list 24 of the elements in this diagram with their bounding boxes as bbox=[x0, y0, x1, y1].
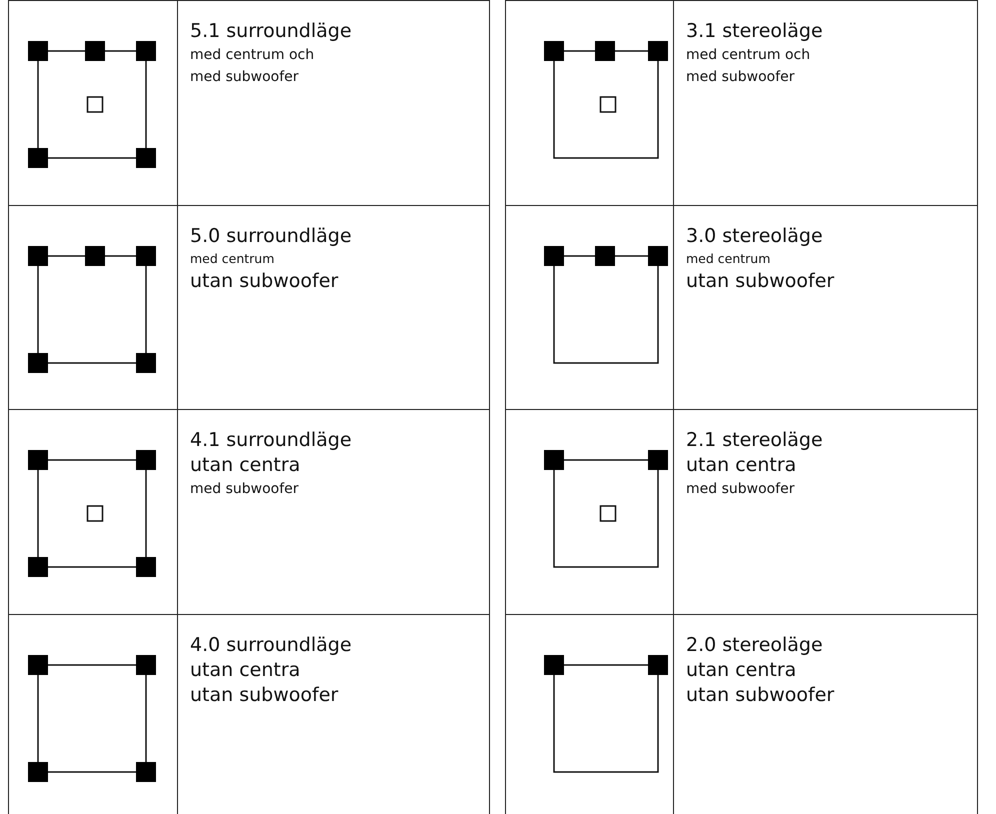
mode-detail: med subwoofer bbox=[190, 480, 299, 499]
mode-detail: utan centra bbox=[686, 453, 796, 478]
mode-detail: utan centra bbox=[190, 453, 300, 478]
mode-detail: med subwoofer bbox=[686, 480, 795, 499]
mode-detail: med centrum och bbox=[686, 46, 810, 65]
mode-detail: utan subwoofer bbox=[190, 269, 338, 294]
mode-title: 3.0 stereoläge bbox=[686, 224, 823, 249]
mode-detail: med centrum bbox=[190, 250, 274, 268]
mode-title: 5.1 surroundläge bbox=[190, 19, 352, 44]
mode-detail: med subwoofer bbox=[686, 68, 795, 87]
mode-detail: med centrum och bbox=[190, 46, 314, 65]
mode-detail: utan centra bbox=[686, 658, 796, 683]
mode-title: 2.1 stereoläge bbox=[686, 428, 823, 453]
mode-detail: utan subwoofer bbox=[686, 269, 834, 294]
mode-detail: utan subwoofer bbox=[686, 683, 834, 708]
mode-title: 4.1 surroundläge bbox=[190, 428, 352, 453]
mode-title: 4.0 surroundläge bbox=[190, 633, 352, 658]
mode-title: 3.1 stereoläge bbox=[686, 19, 823, 44]
mode-detail: utan subwoofer bbox=[190, 683, 338, 708]
mode-detail: utan centra bbox=[190, 658, 300, 683]
mode-detail: med subwoofer bbox=[190, 68, 299, 87]
mode-title: 5.0 surroundläge bbox=[190, 224, 352, 249]
mode-title: 2.0 stereoläge bbox=[686, 633, 823, 658]
mode-detail: med centrum bbox=[686, 250, 770, 268]
